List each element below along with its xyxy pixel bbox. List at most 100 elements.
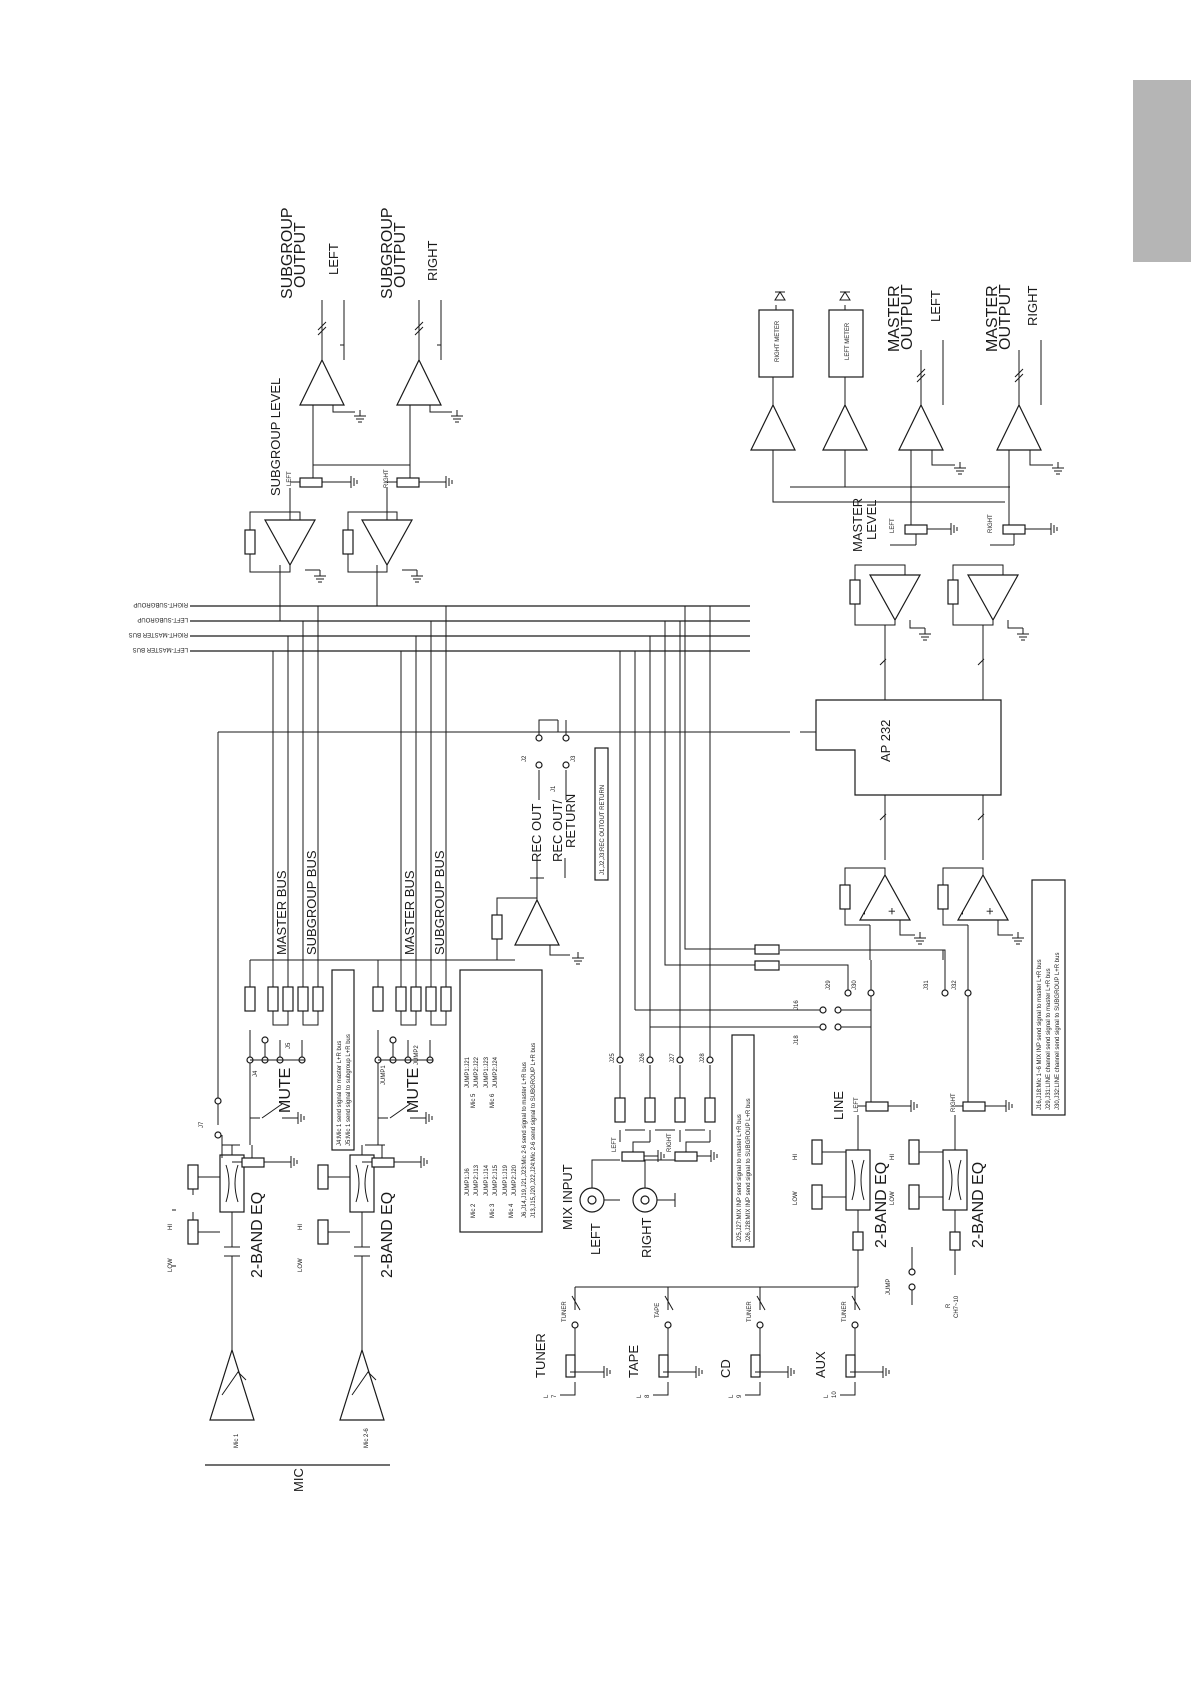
master-output-right-title: MASTER	[984, 285, 1001, 352]
sw-tuner-2: TUNER	[747, 1301, 753, 1322]
mic1-channel	[172, 606, 515, 1421]
mic-group-label: MIC	[291, 1468, 306, 1492]
line-j32: J32	[952, 980, 958, 990]
mic-jumper-table: Mic 2 JUMP1:J6 JUMP2:J13 Mic 5 JUMP1:J21…	[465, 1043, 537, 1218]
line-eq-right-label: 2-BAND EQ	[970, 1162, 987, 1248]
line-hi-left: HI	[793, 1154, 799, 1160]
rec-out-section	[491, 720, 609, 965]
aux-n: 10	[832, 1391, 838, 1398]
line-opamps	[839, 867, 1025, 960]
opamp-r-plus: +	[982, 907, 997, 915]
line-j16: J16	[794, 1000, 800, 1010]
sw-tuner: TUNER	[562, 1301, 568, 1322]
line-note-3: J30,J32:LINE channel send signal to SUBG…	[1055, 953, 1061, 1110]
bus-label-left-subgroup: LEFT-SUBGROUP	[137, 616, 188, 622]
jt-r2c2: JUMP2:J20	[512, 1164, 518, 1196]
mic1-note-box	[331, 969, 355, 1151]
mic1-mute-label: MUTE	[277, 1068, 294, 1113]
subgroup-output-right-title-2: OUTPUT	[392, 222, 409, 288]
rec-out-return-label: REC OUT/	[550, 800, 565, 863]
bus-label-right-subgroup: RIGHT-SUBGROUP	[133, 601, 188, 607]
master-level-label-2: LEVEL	[864, 500, 879, 540]
mix-input-section	[579, 606, 718, 1213]
rec-j2: J2	[522, 755, 528, 762]
sw-tuner-3: TUNER	[842, 1301, 848, 1322]
subgroup-output-left-title-2: OUTPUT	[292, 222, 309, 288]
line-sources	[560, 1286, 890, 1396]
mic26-mute-label: MUTE	[405, 1068, 422, 1113]
line-channel	[634, 606, 1013, 1305]
mic-jumper-box	[459, 969, 543, 1233]
subgroup-level-left-tag: LEFT	[287, 471, 293, 486]
mic1-j7: J7	[199, 1121, 205, 1128]
jt-r0c4: JUMP1:J21	[465, 1056, 471, 1088]
cd-label: CD	[718, 1359, 733, 1378]
mic26-subgroup-bus-label: SUBGROUP BUS	[432, 850, 447, 955]
rec-j3: J3	[571, 755, 577, 762]
jt-r2c1: JUMP1:J19	[503, 1164, 509, 1196]
subgroup-output-right-title: SUBGROUP	[379, 207, 396, 299]
master-section	[750, 291, 1065, 690]
mix-left-label: LEFT	[588, 1223, 603, 1255]
jt-r0c5: JUMP2:J22	[474, 1056, 480, 1088]
bus-label-right-master: RIGHT-MASTER BUS	[129, 631, 188, 637]
line-low-left: LOW	[793, 1191, 799, 1205]
jt-r2c0: Mic 4	[509, 1203, 515, 1218]
tape-l: L	[637, 1394, 643, 1398]
mic1-eq-label: 2-BAND EQ	[249, 1192, 266, 1278]
left-meter-label: LEFT METER	[845, 322, 851, 360]
line-pot-right: RIGHT	[951, 1093, 957, 1112]
subgroup-output-left-label: LEFT	[326, 243, 341, 275]
opamp-l-plus: +	[884, 907, 899, 915]
mic1-note-1: J4:Mic 1 send signal to master L+R bus	[337, 1041, 343, 1146]
mic1-hi-label: HI	[168, 1224, 174, 1230]
subgroup-section	[244, 300, 464, 621]
jt-r0c1: JUMP1:J6	[465, 1168, 471, 1196]
jt-note-1: J6,J14,J19,J21,J23:Mic 2-6 send signal t…	[522, 1062, 528, 1218]
mic26-hi-label: HI	[298, 1224, 304, 1230]
jt-note-2: J13,J15,J20,J22,J24:Mic 2-6 send signal …	[531, 1043, 537, 1218]
mix-j27: J27	[670, 1053, 676, 1063]
mic1-note-2: J5:Mic 1 send signal to subgroup L+R bus	[346, 1034, 352, 1146]
right-meter-label: RIGHT METER	[775, 320, 781, 362]
line-eq-left-label: 2-BAND EQ	[873, 1162, 890, 1248]
tuner-l: L	[544, 1394, 550, 1398]
line-hi-right: HI	[890, 1154, 896, 1160]
mic26-low-label: LOW	[298, 1258, 304, 1272]
sw-tape: TAPE	[655, 1303, 661, 1318]
bus-label-left-master: LEFT-MASTER BUS	[133, 646, 188, 652]
jt-r1c0: Mic 3	[490, 1203, 496, 1218]
rec-j1: J1	[551, 785, 557, 792]
rec-out-label: REC OUT	[529, 803, 544, 862]
master-level-label: MASTER	[850, 498, 865, 552]
jt-r0c3: Mic 5	[471, 1093, 477, 1108]
master-output-left-title-2: OUTPUT	[899, 284, 916, 350]
line-ch710: CH7~10	[954, 1295, 960, 1318]
mix-j26: J26	[640, 1053, 646, 1063]
aux-label: AUX	[813, 1351, 828, 1378]
line-j18: J18	[794, 1035, 800, 1045]
mic1-subgroup-bus-label: SUBGROUP BUS	[304, 850, 319, 955]
master-level-left-tag: LEFT	[890, 518, 896, 533]
opamp-r-minus: -	[954, 911, 969, 915]
mic1-j5: J5	[286, 1042, 292, 1049]
tape-n: 8	[645, 1394, 651, 1398]
mix-pot-right: RIGHT	[667, 1133, 673, 1152]
line-note-2: J29,J31:LINE channel send signal to mast…	[1046, 968, 1052, 1110]
mic26-jump1: JUMP1	[381, 1065, 387, 1085]
ap232-block	[218, 690, 1002, 860]
line-pot-left: LEFT	[854, 1097, 860, 1112]
page-tab	[1133, 80, 1191, 262]
jt-r0c0: Mic 2	[471, 1203, 477, 1218]
mix-pot-left: LEFT	[612, 1137, 618, 1152]
rec-note: J1,J2,J3:REC OUTOUT RETURN	[600, 785, 606, 875]
subgroup-level-label: SUBGROUP LEVEL	[268, 378, 283, 496]
mic26-jump2: JUMP2	[414, 1045, 420, 1065]
bus-lines	[190, 605, 750, 652]
ap232-label: AP 232	[878, 720, 893, 762]
rec-out-return-label-2: RETURN	[563, 794, 578, 848]
mix-right-label: RIGHT	[639, 1218, 654, 1259]
tuner-label: TUNER	[533, 1333, 548, 1378]
mic26-label: Mic 2-6	[364, 1428, 370, 1448]
